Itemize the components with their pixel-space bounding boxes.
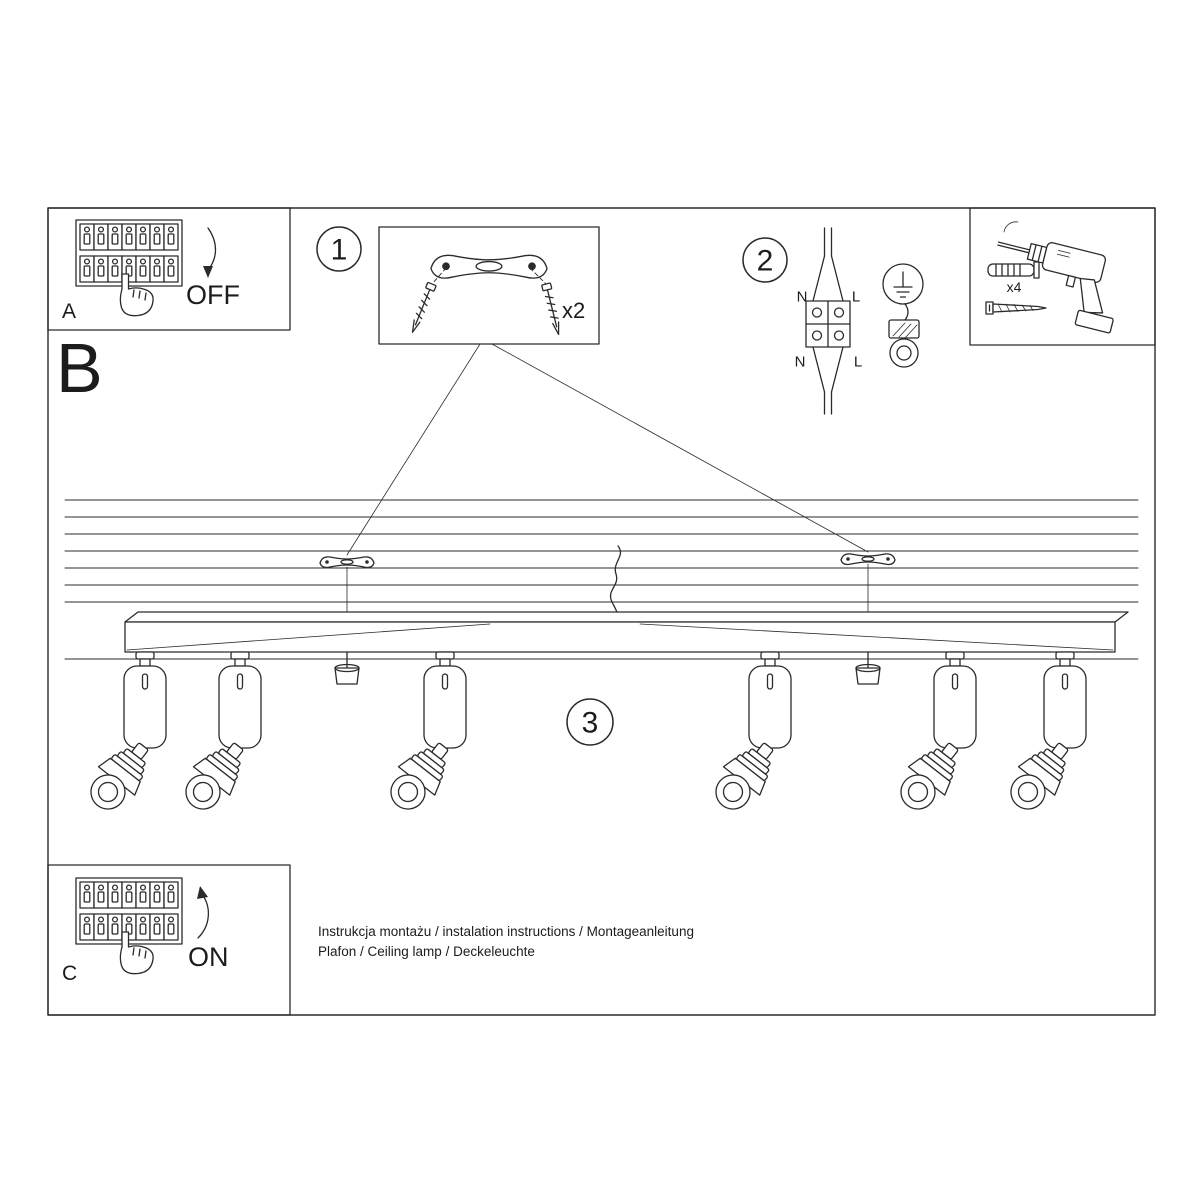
spotlight-6	[998, 651, 1087, 821]
screw-icon	[985, 301, 1047, 315]
quantity-x2: x2	[562, 298, 585, 323]
panel-c-box	[47, 864, 291, 1016]
drill-icon	[997, 241, 1114, 334]
cable-clamp-icon	[888, 303, 920, 368]
step3-number: 3	[582, 707, 599, 740]
leader-line-right	[491, 343, 869, 553]
spotlight-3	[378, 651, 467, 821]
label-l-top: L	[852, 289, 860, 306]
step2-badge	[742, 237, 788, 283]
cover-cup-right	[855, 651, 881, 685]
footer-line2: Plafon / Ceiling lamp / Deckeleuchte	[318, 944, 535, 959]
ceiling-bracket-right	[840, 553, 896, 566]
step2-number: 2	[757, 245, 774, 278]
ceiling-bracket-left	[319, 556, 375, 569]
mounting-bracket-icon	[429, 253, 549, 280]
screw-icon-left	[407, 281, 437, 335]
panel-a-box	[47, 207, 291, 331]
step3-badge	[566, 698, 614, 746]
ground-symbol-icon	[882, 263, 924, 305]
tools-box-frame	[969, 207, 1156, 346]
quantity-x4: x4	[1007, 279, 1022, 295]
step3: 3	[566, 698, 614, 746]
power-cable	[609, 545, 622, 614]
spotlight-2	[173, 651, 262, 821]
label-l-bottom: L	[854, 354, 862, 371]
screw-icon-right	[540, 282, 564, 337]
panel-a: OFF A	[47, 207, 291, 331]
outer-frame	[47, 207, 1156, 1016]
tools-box: x4	[969, 207, 1156, 346]
label-off: OFF	[186, 280, 240, 310]
screw-lead-left	[431, 267, 447, 285]
label-n-bottom: N	[795, 354, 806, 371]
label-c: C	[62, 962, 77, 985]
label-a: A	[62, 300, 76, 323]
spotlight-1	[78, 651, 167, 821]
step2: 2 N L N L	[742, 227, 924, 415]
mounting-rail	[124, 611, 1129, 653]
wall-plug-icon	[987, 261, 1040, 279]
section-label-b: B	[56, 329, 103, 407]
footer-line1: Instrukcja montażu / instalation instruc…	[318, 924, 694, 939]
step1-number: 1	[331, 234, 348, 267]
step1-badge	[316, 226, 362, 272]
panel-c: ON C	[47, 864, 291, 1016]
off-arrow-icon	[203, 227, 217, 278]
step1-box	[378, 226, 600, 345]
step1: 1 x2	[316, 226, 600, 345]
screw-lead-right	[529, 267, 547, 285]
label-on: ON	[188, 942, 229, 972]
leader-line-left	[346, 343, 481, 556]
drill-motion-arc	[1003, 221, 1019, 233]
label-n-top: N	[797, 289, 808, 306]
on-arrow-icon	[197, 886, 209, 939]
spotlight-5	[888, 651, 977, 821]
terminal-block-icon	[805, 300, 851, 348]
cover-cup-left	[334, 651, 360, 685]
spotlight-4	[703, 651, 792, 821]
wire-diagram: N L N L	[795, 227, 862, 415]
